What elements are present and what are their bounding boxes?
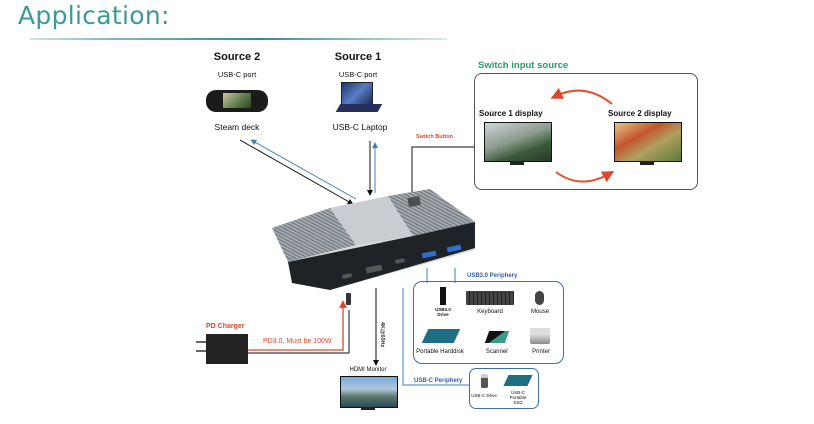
device-top-left-fins [272, 208, 356, 262]
port-hdmi [365, 264, 383, 274]
device-top-center [330, 196, 413, 245]
usb3-drive-label: USB3.0 Drive [435, 307, 451, 317]
mouse-icon [535, 291, 544, 305]
steam-deck-image [206, 90, 268, 112]
usbc-periphery-line [402, 288, 469, 386]
port-usb3-1 [421, 250, 437, 259]
laptop-image [335, 82, 383, 118]
port-usbc-data [395, 258, 405, 264]
source2-device-label: Steam deck [214, 122, 260, 132]
page-title: Application: [18, 1, 170, 30]
keyboard-label: Keyboard [477, 309, 503, 315]
source2-heading: Source 2 [213, 51, 261, 63]
charger-cable-label: PD3.0, Must be 100W [263, 338, 332, 345]
source2-data-line [239, 139, 354, 205]
charger-black-line [246, 310, 350, 354]
usb3-periphery-panel [413, 281, 564, 364]
switch-arrow-top [550, 87, 613, 105]
charger-label: PD Charger [206, 323, 245, 330]
usbc-ssd-label: USB-C Portable SSD [509, 390, 527, 405]
printer-icon [530, 328, 550, 344]
title-underline [30, 38, 447, 40]
usbc-drive-label: USB-C Drive [471, 393, 497, 398]
hdmi-monitor-label: HDMI Monitor [349, 367, 387, 373]
port-usbc-pd [342, 273, 352, 279]
source1-heading: Source 1 [334, 51, 382, 63]
mouse-label: Mouse [530, 309, 550, 315]
portable-harddisk-label: Portable Harddisk [416, 349, 464, 355]
source2-port-label: USB-C port [217, 70, 257, 79]
charger-prong [196, 341, 206, 343]
charger-image [206, 334, 248, 364]
usbc-periphery-panel [469, 368, 539, 409]
source2-display-label: Source 2 display [608, 109, 672, 118]
source1-device-label: USB-C Laptop [332, 122, 388, 132]
usb3-periphery-heading: USB3.0 Periphery [467, 273, 518, 279]
hdmi-monitor-image [340, 376, 398, 408]
keyboard-icon [466, 291, 514, 305]
usbc-plug [346, 293, 351, 305]
usbc-drive-icon [481, 374, 488, 388]
source2-display-monitor [614, 122, 682, 162]
usbc-ssd-icon [503, 375, 533, 386]
switch-panel-heading: Switch input source [478, 60, 569, 71]
source1-port-label: USB-C port [338, 70, 378, 79]
switch-panel [474, 73, 698, 190]
source2-return-line [250, 139, 357, 200]
printer-label: Printer [532, 349, 550, 355]
switch-button-leader [411, 146, 474, 196]
scanner-label: Scanner [485, 349, 509, 355]
port-usb3-2 [446, 244, 462, 253]
hdmi-resolution-label: 4K@60Hz [379, 322, 385, 348]
device-front-panel [288, 222, 475, 290]
switch-button-label: Switch Button [416, 134, 453, 140]
usbc-periphery-heading: USB-C Periphery [414, 378, 463, 384]
switch-button [407, 196, 421, 207]
source1-display-stand [510, 161, 524, 165]
source2-display-stand [640, 161, 654, 165]
portable-harddisk-icon [421, 329, 461, 343]
charger-power-line [246, 300, 347, 351]
source1-display-label: Source 1 display [479, 109, 543, 118]
hdmi-monitor-stand [361, 407, 375, 410]
usb3-drive-icon [440, 287, 446, 305]
charger-prong [196, 350, 206, 352]
switch-arrow-bottom [555, 171, 615, 183]
